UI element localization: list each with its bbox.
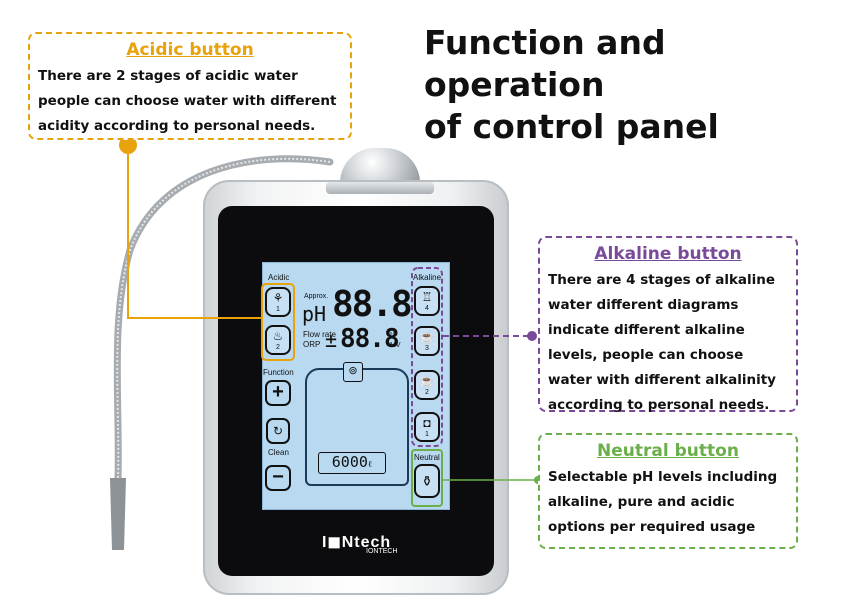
device-collar — [326, 182, 434, 194]
faucet-icon: ⚘ — [272, 291, 284, 305]
flow-value: 88.8 — [340, 324, 400, 354]
alkaline-button-2[interactable]: ☕ 2 — [414, 370, 440, 400]
brand-sub: IONTECH — [366, 548, 398, 555]
kettle-icon: ☕ — [419, 330, 435, 344]
neutral-button[interactable]: ⚱ — [414, 464, 440, 498]
orp-label: ORP — [303, 340, 321, 349]
alkaline-button-3-label: 3 — [425, 345, 429, 352]
acidic-button-2-label: 2 — [276, 344, 280, 351]
neutral-callout: Neutral button Selectable pH levels incl… — [538, 433, 798, 549]
alkaline-highlight-box — [411, 267, 443, 447]
title-line-2: of control panel — [424, 107, 719, 146]
title-line-1: Function and operation — [424, 23, 666, 104]
bottle-icon: ⚱ — [421, 473, 433, 489]
hose-highlight — [116, 157, 331, 481]
clean-label: Clean — [268, 448, 289, 457]
alkaline-label: Alkaline — [413, 273, 442, 282]
cup-icon: ☕ — [419, 374, 435, 388]
plus-button[interactable]: + — [265, 380, 291, 406]
counter-value: 6000 — [331, 453, 368, 471]
minus-button[interactable]: − — [265, 465, 291, 491]
alkaline-callout: Alkaline button There are 4 stages of al… — [538, 236, 798, 413]
counter-unit: ℓ — [367, 460, 373, 470]
ph-label: pH — [302, 302, 327, 326]
neutral-callout-heading: Neutral button — [597, 441, 739, 461]
alkaline-button-1-label: 1 — [425, 431, 429, 438]
acidic-label: Acidic — [268, 273, 290, 282]
mv-unit: MV — [390, 342, 401, 349]
neutral-highlight-box — [411, 449, 443, 507]
acidic-highlight-box — [261, 283, 295, 361]
alkaline-callout-text: There are 4 stages of alkaline water dif… — [548, 272, 776, 413]
approx-label: Approx. — [304, 293, 329, 300]
filter-icon: ⊚ — [343, 362, 363, 382]
bowl-icon: ♨ — [272, 329, 284, 343]
page-title: Function and operation of control panel — [424, 22, 844, 148]
acidic-callout-heading: Acidic button — [126, 40, 254, 60]
acidic-leader-dot — [119, 136, 137, 154]
alkaline-button-4[interactable]: ♖ 4 — [414, 286, 440, 316]
function-label: Function — [263, 368, 294, 377]
acidic-button-1[interactable]: ⚘ 1 — [265, 287, 291, 317]
alkaline-button-4-label: 4 — [425, 305, 429, 312]
neutral-callout-text: Selectable pH levels including alkaline,… — [548, 469, 778, 535]
acidic-callout-text: There are 2 stages of acidic water peopl… — [38, 68, 337, 134]
neutral-label: Neutral — [414, 453, 440, 462]
pot-icon: ♖ — [421, 290, 433, 304]
hose — [113, 155, 334, 484]
ph-value: 88.8 — [332, 284, 413, 325]
acidic-button-2[interactable]: ♨ 2 — [265, 325, 291, 355]
acidic-button-1-label: 1 — [276, 306, 280, 313]
plus-minus-sign: ± — [325, 328, 338, 352]
flow-unit: ℓ/ — [390, 332, 395, 339]
alkaline-leader-dot — [527, 331, 537, 341]
clean-button[interactable]: ↻ — [266, 418, 290, 444]
acidic-leader-line — [127, 145, 262, 319]
acidic-callout: Acidic button There are 2 stages of acid… — [28, 32, 352, 140]
alkaline-button-2-label: 2 — [425, 389, 429, 396]
glass-icon: ◘ — [423, 416, 431, 430]
alkaline-callout-heading: Alkaline button — [594, 244, 742, 264]
brand-name: I◼Ntech — [322, 534, 392, 551]
hose-nozzle — [110, 478, 126, 550]
alkaline-button-1[interactable]: ◘ 1 — [414, 412, 440, 442]
alkaline-button-3[interactable]: ☕ 3 — [414, 326, 440, 356]
brand-logo: I◼Ntech IONTECH — [322, 532, 398, 555]
flow-rate-label: Flow rate — [303, 330, 336, 339]
clean-icon: ↻ — [272, 424, 284, 438]
filter-counter: 6000ℓ — [318, 452, 386, 474]
